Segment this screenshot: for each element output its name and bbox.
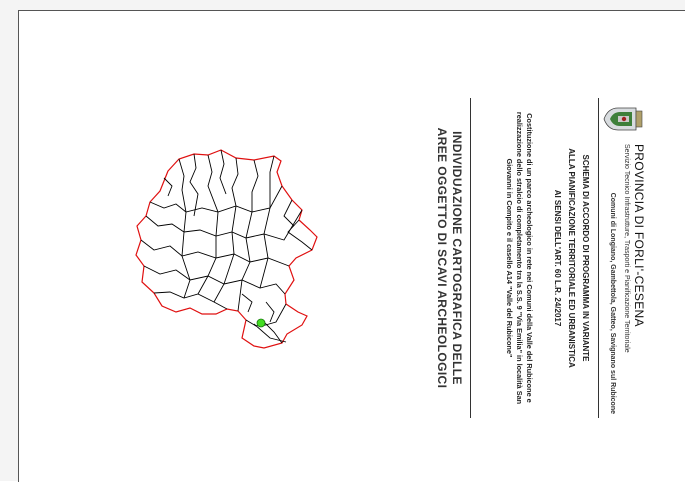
province-title: PROVINCIA DI FORLI'-CESENA	[632, 144, 646, 327]
excavation-site-marker[interactable]	[256, 318, 266, 328]
scheme-line-3: AI SENSI DELL'ART. 60 L.R. 24/2017	[553, 189, 562, 327]
document-page: PROVINCIA DI FORLI'-CESENA Servizio Tecn…	[18, 10, 685, 482]
scheme-line-1: SCHEMA DI ACCORDO DI PROGRAMMA IN VARIAN…	[581, 154, 590, 362]
province-map	[135, 149, 318, 349]
title-block: PROVINCIA DI FORLI'-CESENA Servizio Tecn…	[427, 98, 650, 418]
province-boundary	[135, 149, 318, 349]
title-block-rotated: PROVINCIA DI FORLI'-CESENA Servizio Tecn…	[427, 98, 650, 418]
project-description: Costituzione di un parco archeologico in…	[505, 111, 534, 405]
document-title: INDIVIDUAZIONE CARTOGRAFICA DELLE AREE O…	[434, 98, 464, 418]
scheme-band: SCHEMA DI ACCORDO DI PROGRAMMA IN VARIAN…	[470, 98, 598, 418]
province-coat-of-arms-icon	[603, 107, 643, 131]
municipal-boundaries	[140, 149, 313, 344]
document-title-line-1: INDIVIDUAZIONE CARTOGRAFICA DELLE	[450, 131, 464, 385]
scheme-line-2: ALLA PIANIFICAZIONE TERRITORIALE ED URBA…	[567, 148, 576, 368]
document-title-line-2: AREE OGGETTO DI SCAVI ARCHEOLOGICI	[435, 127, 449, 389]
document-title-band: INDIVIDUAZIONE CARTOGRAFICA DELLE AREE O…	[427, 98, 470, 418]
header-band: PROVINCIA DI FORLI'-CESENA Servizio Tecn…	[598, 98, 650, 418]
municipalities-list: Comuni di Longiano, Gambettola, Gatteo, …	[609, 192, 616, 414]
province-service: Servizio Tecnico Infrastrutture, Traspor…	[623, 144, 630, 353]
